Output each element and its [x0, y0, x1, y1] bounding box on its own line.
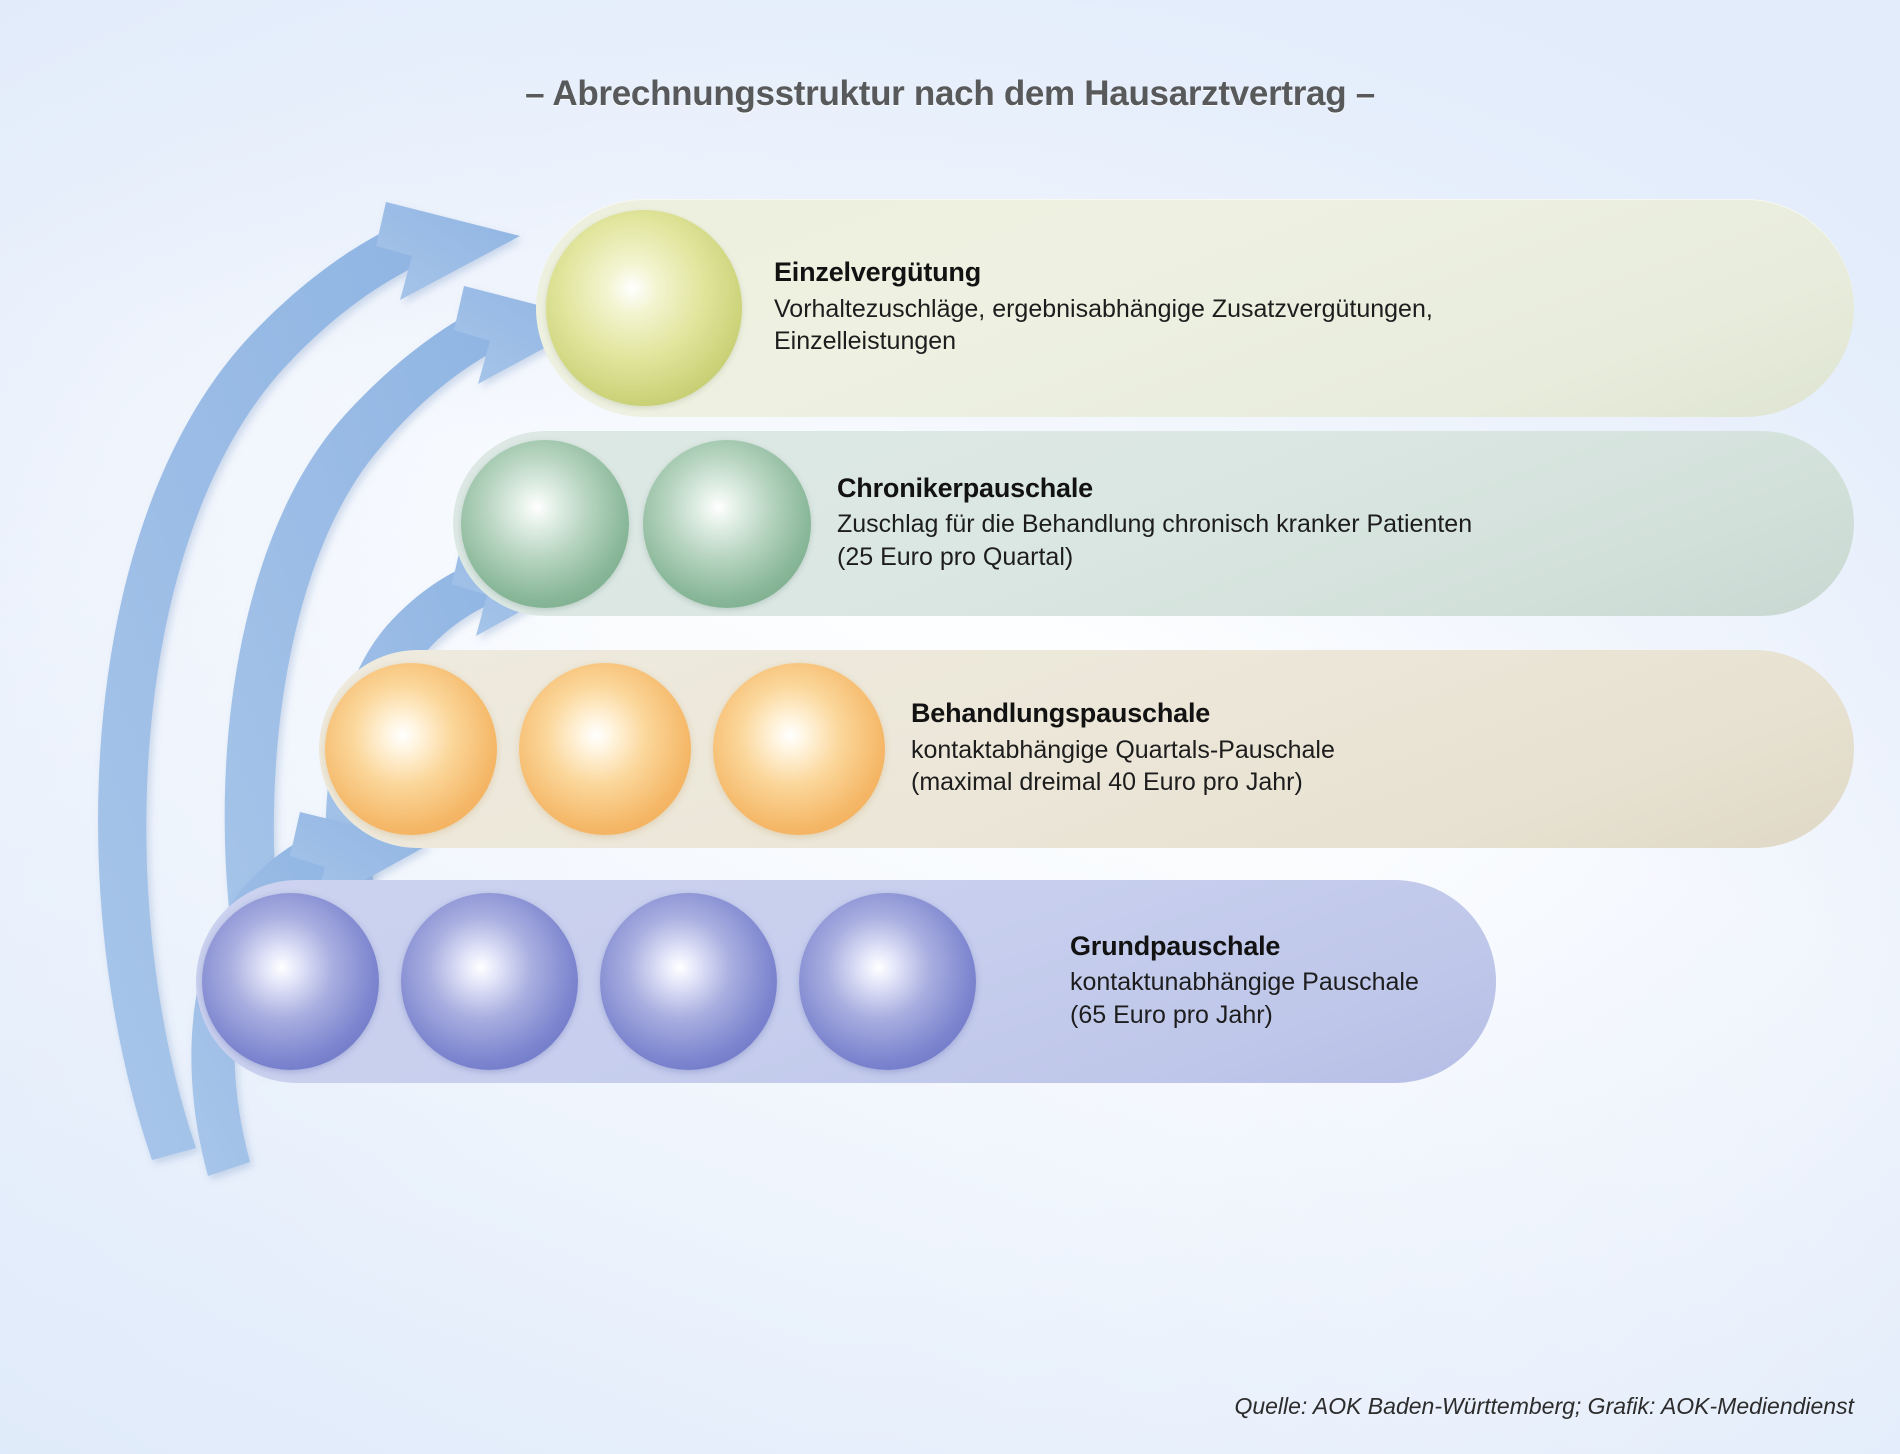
sphere-icon [600, 893, 777, 1070]
sphere-icon [461, 439, 629, 608]
sphere-icon [325, 663, 497, 835]
sphere-group-einzelverguetung [536, 199, 742, 417]
tier-description-line: Vorhaltezuschläge, ergebnisabhängige Zus… [774, 294, 1433, 323]
tier-label-block-grundpauschale: Grundpauschale kontaktunabhängige Pausch… [976, 930, 1419, 1031]
tier-row-chronikerpauschale[interactable]: Chronikerpauschale Zuschlag für die Beha… [453, 431, 1854, 616]
sphere-icon [401, 893, 578, 1070]
sphere-icon [546, 210, 742, 406]
sphere-icon [713, 663, 885, 835]
tier-description-line: kontaktabhängige Quartals-Pauschale [911, 735, 1335, 764]
tier-description-line: Zuschlag für die Behandlung chronisch kr… [837, 510, 1473, 539]
sphere-group-chronikerpauschale [453, 431, 811, 616]
page-title: – Abrechnungsstruktur nach dem Hausarztv… [525, 74, 1375, 113]
tier-title: Einzelvergütung [774, 257, 982, 288]
tier-description-line: kontaktunabhängige Pauschale [1070, 968, 1419, 997]
sphere-icon [799, 893, 976, 1070]
tier-title: Chronikerpauschale [837, 472, 1093, 503]
tier-label-block-einzelverguetung: Einzelvergütung Vorhaltezuschläge, ergeb… [742, 258, 1433, 357]
tier-description-line: Einzelleistungen [774, 327, 957, 356]
sphere-icon [519, 663, 691, 835]
tier-title: Grundpauschale [1070, 930, 1281, 961]
tier-row-behandlungspauschale[interactable]: Behandlungspauschale kontaktabhängige Qu… [319, 650, 1854, 848]
tier-description-line: (65 Euro pro Jahr) [1070, 1000, 1273, 1029]
sphere-group-grundpauschale [196, 880, 976, 1083]
tier-description-line: (maximal dreimal 40 Euro pro Jahr) [911, 768, 1303, 797]
sphere-group-behandlungspauschale [319, 650, 885, 848]
sphere-icon [202, 893, 379, 1070]
tier-title: Behandlungspauschale [911, 698, 1211, 729]
tier-row-einzelverguetung[interactable]: Einzelvergütung Vorhaltezuschläge, ergeb… [536, 199, 1854, 417]
source-attribution: Quelle: AOK Baden-Württemberg; Grafik: A… [1234, 1393, 1854, 1419]
tier-label-block-chronikerpauschale: Chronikerpauschale Zuschlag für die Beha… [811, 472, 1473, 573]
tier-label-block-behandlungspauschale: Behandlungspauschale kontaktabhängige Qu… [885, 699, 1335, 798]
sphere-icon [643, 439, 811, 608]
tier-row-grundpauschale[interactable]: Grundpauschale kontaktunabhängige Pausch… [196, 880, 1496, 1083]
tier-description-line: (25 Euro pro Quartal) [837, 542, 1074, 571]
